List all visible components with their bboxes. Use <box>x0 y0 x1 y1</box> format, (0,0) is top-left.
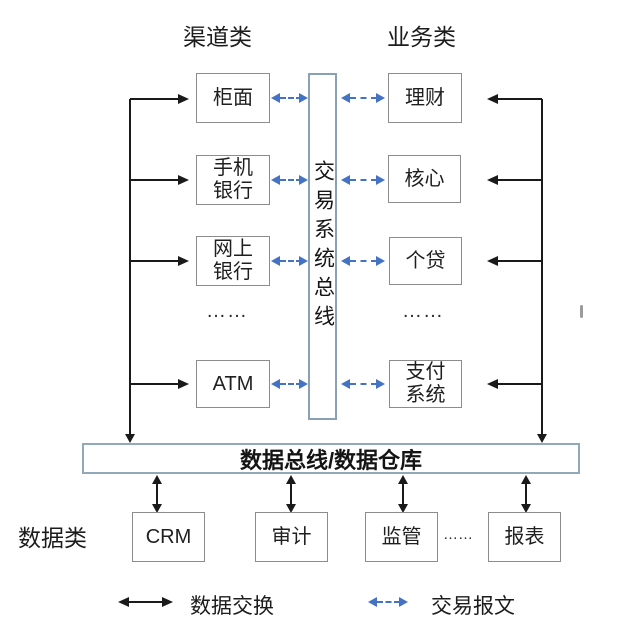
audit-arrow-down-head <box>286 504 296 513</box>
msg-arrow-l1-right-head <box>299 93 308 103</box>
msg-arrow-l4-line <box>280 383 302 385</box>
business-column-header: 业务类 <box>387 24 456 50</box>
msg-arrow-l2-right-head <box>299 175 308 185</box>
regulation-arrow-line <box>402 482 404 506</box>
left-branch-line-4 <box>130 383 178 385</box>
msg-arrow-l3-left-head <box>271 256 280 266</box>
report-arrow-up-head <box>521 475 531 484</box>
left-trunk-down-arrowhead <box>125 434 135 443</box>
right-branch-line-3 <box>497 260 542 262</box>
business-box-personal-loan: 个贷 <box>389 237 462 285</box>
msg-arrow-r2-line <box>350 179 377 181</box>
data-box-audit: 审计 <box>255 512 328 562</box>
transaction-bus-label: 交易系统总线 <box>311 159 335 334</box>
left-branch-arrowhead-4 <box>178 379 189 389</box>
business-box-core: 核心 <box>388 155 461 203</box>
crm-arrow-down-head <box>152 504 162 513</box>
left-branch-line-2 <box>130 179 178 181</box>
msg-arrow-l4-right-head <box>299 379 308 389</box>
crm-arrow-up-head <box>152 475 162 484</box>
right-trunk-line <box>541 99 543 436</box>
msg-arrow-l1-left-head <box>271 93 280 103</box>
channel-box-atm: ATM <box>196 360 270 408</box>
crm-arrow-line <box>156 482 158 506</box>
left-trunk-line <box>129 99 131 436</box>
legend-data-exchange-line <box>127 601 163 603</box>
right-branch-line-2 <box>497 179 542 181</box>
channel-box-counter: 柜面 <box>196 73 270 123</box>
data-bus-label: 数据总线/数据仓库 <box>239 447 423 473</box>
right-branch-line-1 <box>497 98 542 100</box>
msg-arrow-r3-right-head <box>376 256 385 266</box>
msg-arrow-r2-right-head <box>376 175 385 185</box>
right-branch-arrowhead-3 <box>487 256 498 266</box>
msg-arrow-r2-left-head <box>341 175 350 185</box>
business-ellipsis: …… <box>402 300 444 322</box>
channel-column-header: 渠道类 <box>183 24 252 50</box>
data-row-ellipsis: …… <box>443 526 473 543</box>
left-branch-line-3 <box>130 260 178 262</box>
msg-arrow-l2-line <box>280 179 302 181</box>
msg-arrow-l2-left-head <box>271 175 280 185</box>
msg-arrow-r1-line <box>350 97 377 99</box>
channel-ellipsis: …… <box>206 300 248 322</box>
left-branch-line-1 <box>130 98 178 100</box>
data-bus-bar: 数据总线/数据仓库 <box>82 443 580 474</box>
legend-message-right-head <box>399 597 408 607</box>
left-branch-arrowhead-2 <box>178 175 189 185</box>
channel-box-online-banking: 网上银行 <box>196 236 270 286</box>
regulation-arrow-up-head <box>398 475 408 484</box>
msg-arrow-r4-right-head <box>376 379 385 389</box>
legend-message-left-head <box>368 597 377 607</box>
transaction-bus: 交易系统总线 <box>308 73 337 420</box>
stray-mark <box>580 305 583 318</box>
legend-message-line <box>377 601 400 603</box>
msg-arrow-r3-left-head <box>341 256 350 266</box>
data-box-report: 报表 <box>488 512 561 562</box>
msg-arrow-r3-line <box>350 260 377 262</box>
right-branch-arrowhead-4 <box>487 379 498 389</box>
business-box-wealth: 理财 <box>388 73 462 123</box>
audit-arrow-up-head <box>286 475 296 484</box>
legend-message-label: 交易报文 <box>431 595 515 618</box>
legend-data-exchange-left-head <box>118 597 129 607</box>
channel-box-mobile-banking: 手机银行 <box>196 155 270 205</box>
regulation-arrow-down-head <box>398 504 408 513</box>
right-trunk-down-arrowhead <box>537 434 547 443</box>
right-branch-line-4 <box>497 383 542 385</box>
msg-arrow-r1-right-head <box>376 93 385 103</box>
data-box-regulation: 监管 <box>365 512 438 562</box>
msg-arrow-l3-right-head <box>299 256 308 266</box>
left-branch-arrowhead-1 <box>178 94 189 104</box>
msg-arrow-l3-line <box>280 260 302 262</box>
report-arrow-down-head <box>521 504 531 513</box>
right-branch-arrowhead-2 <box>487 175 498 185</box>
msg-arrow-l4-left-head <box>271 379 280 389</box>
msg-arrow-l1-line <box>280 97 302 99</box>
left-branch-arrowhead-3 <box>178 256 189 266</box>
data-column-header: 数据类 <box>18 525 87 551</box>
right-branch-arrowhead-1 <box>487 94 498 104</box>
audit-arrow-line <box>290 482 292 506</box>
msg-arrow-r4-line <box>350 383 377 385</box>
msg-arrow-r1-left-head <box>341 93 350 103</box>
report-arrow-line <box>525 482 527 506</box>
msg-arrow-r4-left-head <box>341 379 350 389</box>
data-box-crm: CRM <box>132 512 205 562</box>
legend-data-exchange-label: 数据交换 <box>190 595 274 618</box>
business-box-payment-system: 支付系统 <box>389 360 462 408</box>
legend-data-exchange-right-head <box>162 597 173 607</box>
